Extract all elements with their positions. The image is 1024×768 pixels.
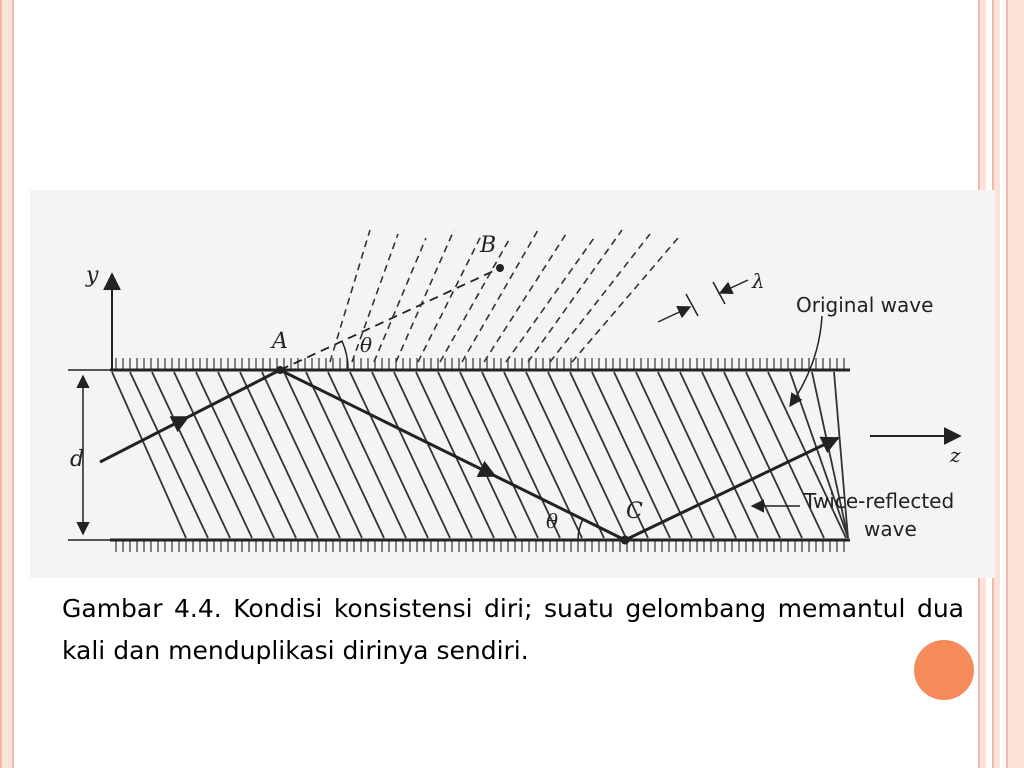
- label-a: A: [270, 329, 288, 354]
- label-original-wave: Original wave: [796, 293, 933, 317]
- wavefront-line: [393, 371, 473, 539]
- dashed-wavefront: [461, 229, 539, 363]
- dashed-wavefront: [373, 237, 427, 363]
- wavefront-line: [349, 371, 429, 539]
- wavefront-line: [547, 371, 627, 539]
- dashed-wavefront: [505, 237, 595, 363]
- point-c: [620, 535, 630, 545]
- label-twice-reflected-wave: wave: [864, 517, 917, 541]
- wavefront-line: [745, 371, 825, 539]
- dashed-wavefront: [351, 233, 399, 363]
- theta-arc-top: [341, 340, 349, 371]
- ray-direction-arrow: [149, 416, 190, 437]
- wavefront-line: [503, 371, 583, 539]
- label-d: d: [70, 447, 84, 472]
- point-b: [496, 264, 504, 272]
- ray-direction-arrow: [799, 436, 840, 457]
- label-y: y: [85, 263, 99, 288]
- wavefront-line: [371, 371, 451, 539]
- dashed-extension-ab: [279, 267, 501, 371]
- point-a: [276, 366, 284, 374]
- wavefront-line: [111, 371, 187, 539]
- wavefront-line: [613, 371, 693, 539]
- label-lambda: λ: [751, 269, 765, 293]
- wavefront-line: [173, 371, 253, 539]
- wavefront-line: [525, 371, 605, 539]
- wavefront-line: [239, 371, 319, 539]
- wavefront-line: [569, 371, 649, 539]
- wavefront-line: [217, 371, 297, 539]
- lambda-bracket: [712, 281, 726, 305]
- label-theta-bottom: θ: [546, 509, 558, 533]
- original-wave-leader: [789, 315, 823, 408]
- dashed-wavefront: [395, 229, 455, 363]
- theta-arc-bottom: [577, 518, 584, 541]
- label-c: C: [626, 499, 643, 524]
- wavefront-line: [327, 371, 407, 539]
- figure-caption: Gambar 4.4. Kondisi konsistensi diri; su…: [62, 594, 964, 665]
- slide-frame-left: [0, 0, 14, 768]
- decorative-orange-dot: [914, 640, 974, 700]
- label-b: B: [479, 233, 496, 258]
- dashed-wavefront: [527, 229, 623, 363]
- wavefront-line: [723, 371, 803, 539]
- wavefront-line: [789, 371, 849, 539]
- wavefront-line: [767, 371, 847, 539]
- wavefront-line: [635, 371, 715, 539]
- wavefront-line: [195, 371, 275, 539]
- wavefront-line: [833, 371, 849, 539]
- wavefront-line: [481, 371, 561, 539]
- wavefront-line: [657, 371, 737, 539]
- label-twice-reflected: Twice-reflected: [803, 489, 954, 513]
- wavefront-line: [459, 371, 539, 539]
- lambda-arrow: [718, 279, 749, 295]
- waveguide-diagram: y z d A B C θ θ λ Original wave Twice-re…: [68, 229, 962, 552]
- ray-direction-arrow: [449, 453, 497, 477]
- wavefront-line: [151, 371, 231, 539]
- dashed-wavefront: [329, 229, 371, 363]
- dashed-wavefront: [549, 233, 651, 363]
- dashed-wavefront: [571, 237, 679, 363]
- lambda-bracket: [685, 293, 699, 317]
- wavefront-line: [261, 371, 341, 539]
- incident-ray: [99, 368, 281, 464]
- wavefront-line: [591, 371, 671, 539]
- wavefront-line: [701, 371, 781, 539]
- waveguide-figure: y z d A B C θ θ λ Original wave Twice-re…: [30, 190, 995, 578]
- wavefront-line: [283, 371, 363, 539]
- dashed-wavefront: [483, 233, 567, 363]
- dashed-wavefront: [439, 237, 511, 363]
- dashed-wavefront: [417, 233, 483, 363]
- label-z: z: [949, 443, 961, 467]
- wavefront-line: [437, 371, 517, 539]
- lambda-arrow: [657, 306, 692, 323]
- wavefront-line: [679, 371, 759, 539]
- wavefront-line: [811, 371, 849, 539]
- label-theta-top: θ: [360, 333, 372, 357]
- slide-frame-right-stripe: [1006, 0, 1024, 768]
- wavefront-line: [305, 371, 385, 539]
- wavefront-line: [129, 371, 209, 539]
